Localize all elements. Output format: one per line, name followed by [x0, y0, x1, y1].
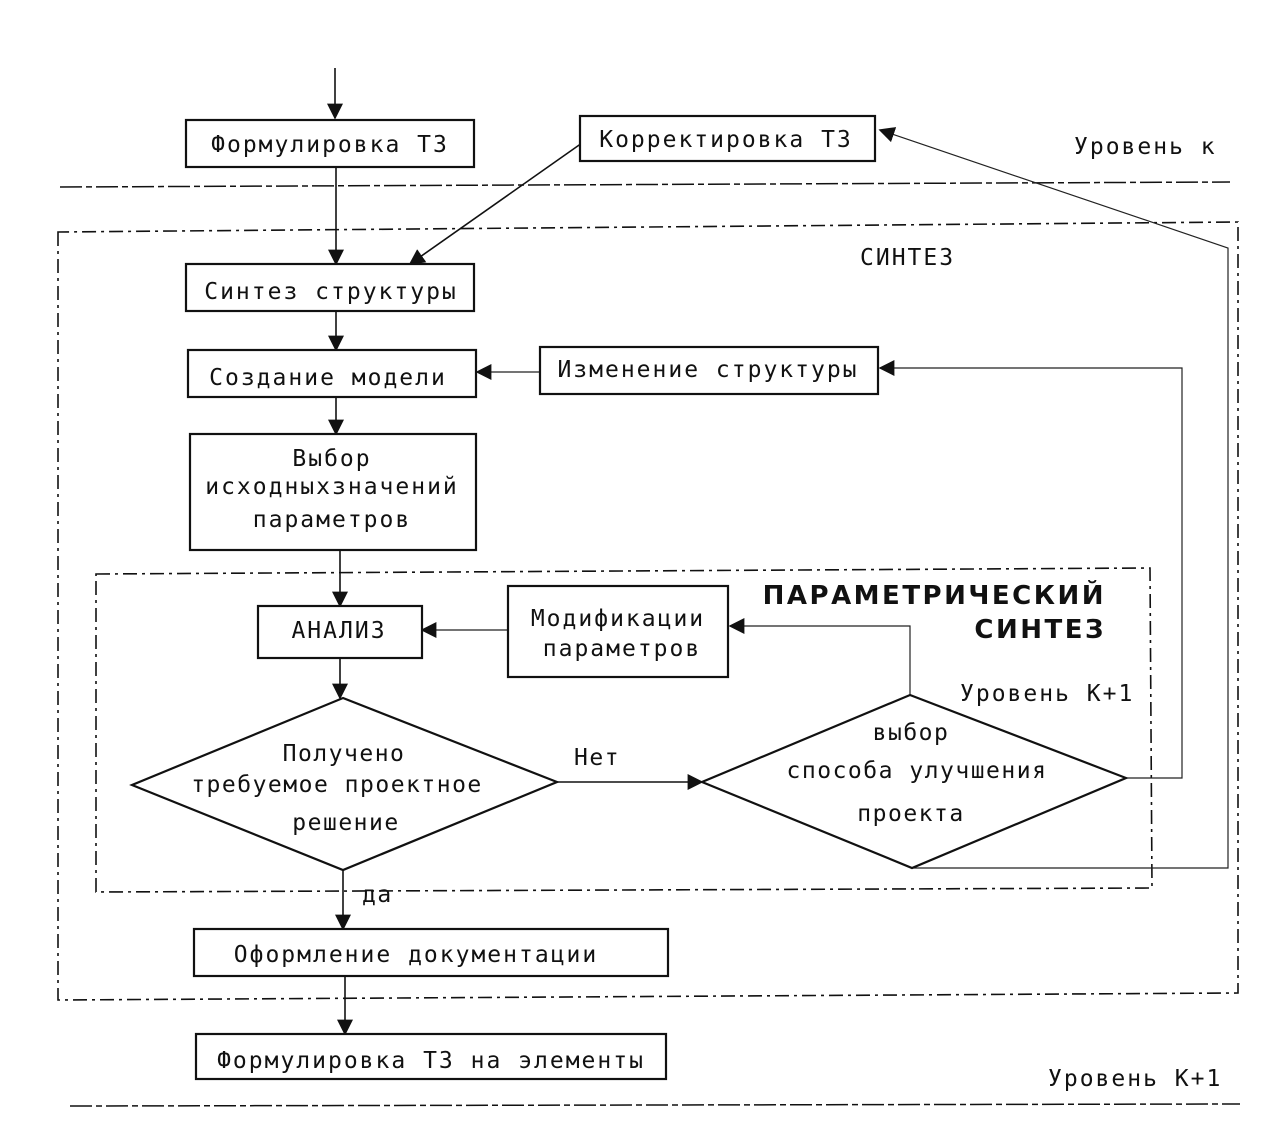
block-documentation-label: Оформление документации — [234, 942, 599, 968]
block-correct-tz-label: Корректировка ТЗ — [599, 127, 853, 153]
label-yes: да — [362, 882, 393, 908]
block-correct-tz: Корректировка ТЗ — [578, 114, 877, 163]
synthesis-frame — [57, 221, 1239, 1001]
connectors — [327, 68, 1229, 1036]
label-level-k: Уровень к — [1074, 134, 1217, 160]
block-create-model-label: Создание модели — [209, 365, 447, 391]
block-modify-params-line1: Модификации — [531, 606, 705, 632]
label-no: Нет — [574, 745, 620, 771]
arrow-method-to-modify — [728, 618, 911, 695]
block-synth-structure: Синтез структуры — [184, 262, 476, 313]
decision-choose-method: выбор способа улучшения проекта — [699, 693, 1129, 870]
block-modify-params-line2: параметров — [543, 636, 701, 662]
block-change-structure: Изменение структуры — [538, 345, 880, 396]
block-change-structure-label: Изменение структуры — [557, 357, 858, 383]
block-choose-initial-line1: Выбор — [292, 446, 371, 472]
arrow-method-to-correction-loop — [912, 265, 1229, 869]
decision-solution-line2: требуемое проектное — [191, 772, 483, 798]
label-synthesis: СИНТЕЗ — [860, 245, 955, 271]
decision-method-line3: проекта — [857, 801, 964, 827]
decision-solution-line1: Получено — [283, 741, 406, 767]
block-analysis: АНАЛИЗ — [256, 604, 424, 660]
parametric-synthesis-frame — [95, 567, 1153, 893]
block-create-model: Создание модели — [186, 348, 478, 399]
arrow-correction-to-synthesis — [408, 142, 583, 265]
level-k-separator — [59, 181, 1231, 188]
arrow-method-to-change-structure — [878, 360, 1183, 779]
block-modify-params: Модификации параметров — [506, 584, 730, 679]
label-level-k1-bottom: Уровень К+1 — [1048, 1066, 1222, 1092]
arrow-feedback-to-correction — [878, 127, 1229, 265]
block-analysis-label: АНАЛИЗ — [291, 618, 386, 644]
block-documentation: Оформление документации — [192, 927, 670, 978]
block-synth-structure-label: Синтез структуры — [204, 279, 458, 305]
label-parametric-line1: ПАРАМЕТРИЧЕСКИЙ — [763, 579, 1106, 611]
block-choose-initial-line2: исходныхзначений — [205, 474, 459, 500]
decision-method-line1: выбор — [873, 720, 950, 746]
decision-solution-line3: решение — [292, 810, 399, 836]
level-k1-separator — [69, 1103, 1241, 1107]
block-formulate-tz: Формулировка ТЗ — [184, 118, 476, 169]
decision-solution-obtained: Получено требуемое проектное решение — [129, 696, 560, 872]
decision-method-line2: способа улучшения — [787, 758, 1048, 784]
label-parametric-line2: СИНТЕЗ — [974, 615, 1106, 645]
block-choose-initial-line3: параметров — [253, 507, 411, 533]
block-formulate-elements-label: Формулировка ТЗ на элементы — [217, 1048, 645, 1074]
block-formulate-tz-label: Формулировка ТЗ — [211, 132, 449, 158]
block-formulate-elements: Формулировка ТЗ на элементы — [194, 1032, 668, 1081]
label-level-k1-inner: Уровень К+1 — [960, 681, 1134, 707]
block-choose-initial: Выбор исходныхзначений параметров — [188, 432, 478, 552]
